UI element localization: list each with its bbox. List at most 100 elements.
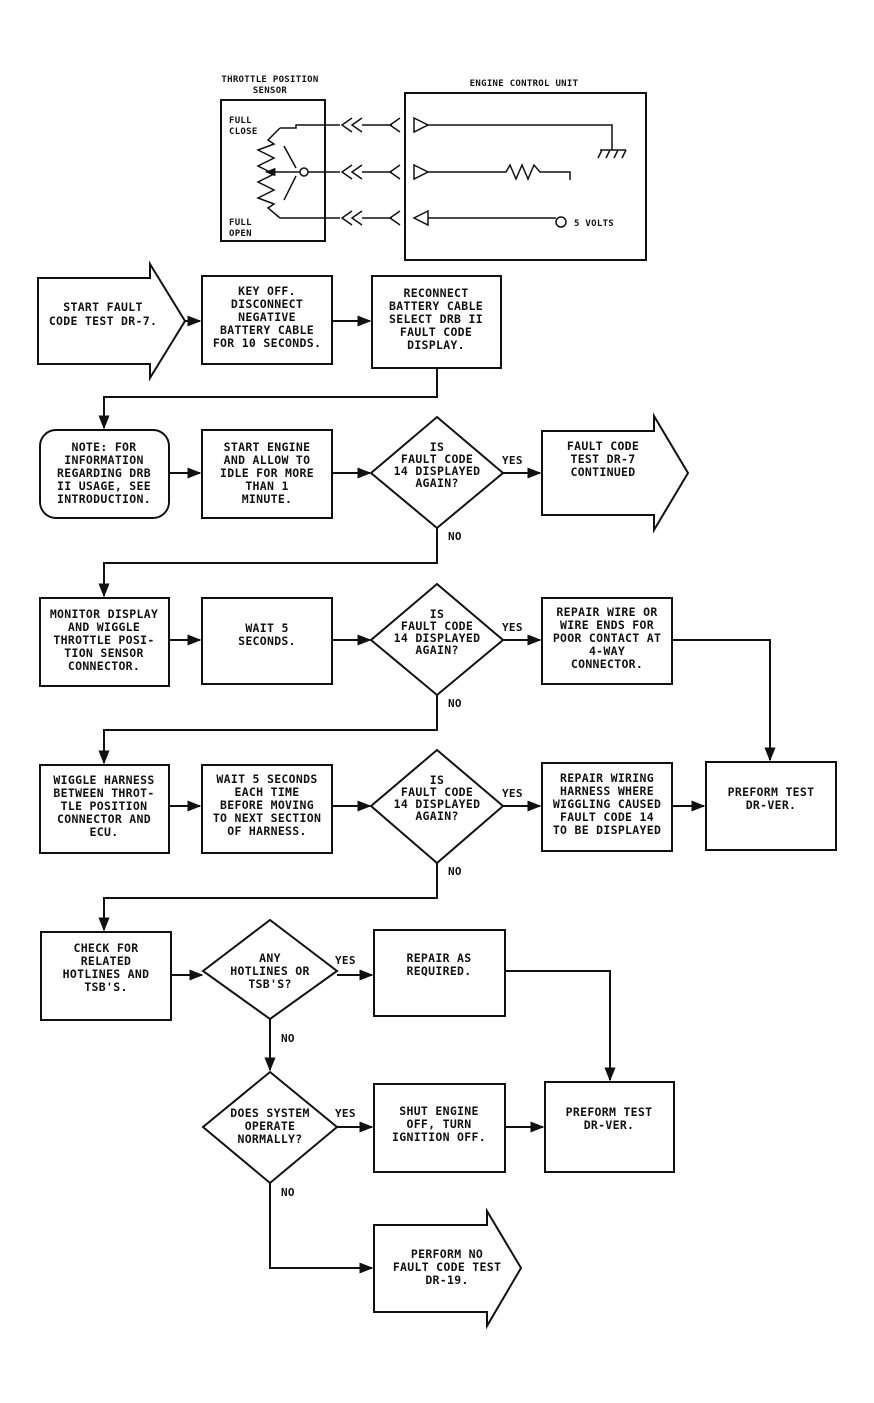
decision-3-line-3: 14 DISPLAYED xyxy=(394,797,481,811)
edge-labels: YES NO YES NO YES NO YES NO YES NO xyxy=(281,454,523,1199)
key-off-line-1: KEY OFF. xyxy=(238,284,296,298)
shut-line-3: IGNITION OFF. xyxy=(392,1130,486,1144)
continued-line-1: FAULT CODE xyxy=(567,439,639,453)
no-label-1: NO xyxy=(448,530,462,543)
wait5-box: WAIT 5 SECONDS. xyxy=(201,597,333,685)
reconnect-line-5: DISPLAY. xyxy=(407,338,465,352)
decision-4-line-2: HOTLINES OR xyxy=(230,964,309,978)
repair-wiring-line-5: TO BE DISPLAYED xyxy=(553,823,661,837)
repair-wire-line-1: REPAIR WIRE OR xyxy=(556,605,657,619)
perform-test-box-1: PREFORM TEST DR-VER. xyxy=(705,761,837,851)
reconnect-line-3: SELECT DRB II xyxy=(389,312,483,326)
repair-wire-line-4: 4-WAY xyxy=(589,644,625,658)
ecu-input-top xyxy=(413,116,613,150)
monitor-line-5: CONNECTOR. xyxy=(68,659,140,673)
repair-req-line-1: REPAIR AS xyxy=(406,951,471,965)
monitor-line-3: THROTTLE POSI- xyxy=(53,633,154,647)
repair-required-box: REPAIR AS REQUIRED. xyxy=(373,929,506,1017)
repair-wire-box: REPAIR WIRE OR WIRE ENDS FOR POOR CONTAC… xyxy=(541,597,673,685)
perform-no-fault-arrow-node: PERFORM NO FAULT CODE TEST DR-19. xyxy=(373,1207,523,1330)
repair-wiring-line-4: FAULT CODE 14 xyxy=(560,810,654,824)
no-label-2: NO xyxy=(448,697,462,710)
perform1-line-2: DR-VER. xyxy=(746,798,797,812)
repair-req-line-2: REQUIRED. xyxy=(406,964,471,978)
note-line-3: REGARDING DRB xyxy=(57,466,151,480)
wiper-diagonal-up xyxy=(283,145,297,169)
ground-symbol xyxy=(597,149,627,159)
repair-wiring-line-2: HARNESS WHERE xyxy=(560,784,654,798)
decision-4: ANY HOTLINES OR TSB'S? xyxy=(201,918,339,1021)
wire-top xyxy=(280,124,340,129)
wiggle-line-1: WIGGLE HARNESS xyxy=(53,773,154,787)
full-open-line-1: FULL xyxy=(229,218,252,228)
start-line-2: CODE TEST DR-7. xyxy=(49,314,157,328)
start-engine-line-2: AND ALLOW TO xyxy=(224,453,311,467)
decision-3-line-4: AGAIN? xyxy=(415,809,458,823)
start-engine-line-4: THAN 1 xyxy=(245,479,288,493)
wiggle-line-5: ECU. xyxy=(90,825,119,839)
check-line-2: RELATED xyxy=(81,954,132,968)
repair-wire-line-2: WIRE ENDS FOR xyxy=(560,618,654,632)
ecu-title: ENGINE CONTROL UNIT xyxy=(470,79,579,89)
five-volts-label: 5 VOLTS xyxy=(574,219,614,229)
decision-1-line-1: IS xyxy=(430,440,444,454)
yes-label-4: YES xyxy=(335,954,356,967)
wait-each-line-4: TO NEXT SECTION xyxy=(213,811,321,825)
perform2-line-2: DR-VER. xyxy=(584,1118,635,1132)
full-open-line-2: OPEN xyxy=(229,229,252,239)
shut-line-1: SHUT ENGINE xyxy=(399,1104,478,1118)
perform-no-line-2: FAULT CODE TEST xyxy=(393,1260,501,1274)
repair-wire-line-5: CONNECTOR. xyxy=(571,657,643,671)
note-line-5: INTRODUCTION. xyxy=(57,492,151,506)
continued-arrow-node: FAULT CODE TEST DR-7 CONTINUED xyxy=(541,412,690,534)
continued-line-2: TEST DR-7 xyxy=(570,452,635,466)
key-off-box: KEY OFF. DISCONNECT NEGATIVE BATTERY CAB… xyxy=(201,275,333,365)
decision-4-line-3: TSB'S? xyxy=(248,977,291,991)
reconnect-line-2: BATTERY CABLE xyxy=(389,299,483,313)
start-engine-line-1: START ENGINE xyxy=(224,440,311,454)
wait5-line-1: WAIT 5 xyxy=(245,621,288,635)
wiggle-box: WIGGLE HARNESS BETWEEN THROT- TLE POSITI… xyxy=(39,764,170,854)
wiper-terminal xyxy=(299,167,309,177)
start-engine-line-3: IDLE FOR MORE xyxy=(220,466,314,480)
decision-1-line-4: AGAIN? xyxy=(415,476,458,490)
five-volt-terminal xyxy=(555,216,567,228)
monitor-box: MONITOR DISPLAY AND WIGGLE THROTTLE POSI… xyxy=(39,597,170,687)
decision-5: DOES SYSTEM OPERATE NORMALLY? xyxy=(201,1070,339,1185)
start-line-1: START FAULT xyxy=(63,300,142,314)
repair-wire-line-3: POOR CONTACT AT xyxy=(553,631,661,645)
monitor-line-2: AND WIGGLE xyxy=(68,620,140,634)
note-line-4: II USAGE, SEE xyxy=(57,479,151,493)
continued-line-3: CONTINUED xyxy=(570,465,635,479)
check-line-4: TSB'S. xyxy=(84,980,127,994)
perform-no-line-1: PERFORM NO xyxy=(411,1247,483,1261)
yes-label-1: YES xyxy=(502,454,523,467)
wiper-diagonal-down xyxy=(283,175,297,201)
connector-middle xyxy=(340,164,401,180)
decision-1-line-2: FAULT CODE xyxy=(401,452,473,466)
check-line-3: HOTLINES AND xyxy=(63,967,150,981)
wait-each-line-3: BEFORE MOVING xyxy=(220,798,314,812)
decision-2: IS FAULT CODE 14 DISPLAYED AGAIN? xyxy=(369,582,505,697)
key-off-line-3: NEGATIVE xyxy=(238,310,296,324)
decision-5-line-2: OPERATE xyxy=(245,1119,296,1133)
repair-wiring-line-3: WIGGLING CAUSED xyxy=(553,797,661,811)
monitor-line-1: MONITOR DISPLAY xyxy=(50,607,158,621)
reconnect-box: RECONNECT BATTERY CABLE SELECT DRB II FA… xyxy=(371,275,502,369)
decision-2-line-3: 14 DISPLAYED xyxy=(394,631,481,645)
connector-bottom xyxy=(340,210,401,226)
ecu-output-bottom xyxy=(412,209,556,227)
sensor-title-line-2: SENSOR xyxy=(253,86,288,96)
no-label-3: NO xyxy=(448,865,462,878)
wait-each-line-1: WAIT 5 SECONDS xyxy=(216,772,317,786)
decision-1-line-3: 14 DISPLAYED xyxy=(394,464,481,478)
repair-wiring-box: REPAIR WIRING HARNESS WHERE WIGGLING CAU… xyxy=(541,762,673,852)
wait-each-line-5: OF HARNESS. xyxy=(227,824,306,838)
yes-label-2: YES xyxy=(502,621,523,634)
no-label-5: NO xyxy=(281,1186,295,1199)
reconnect-line-4: FAULT CODE xyxy=(400,325,472,339)
decision-3-line-1: IS xyxy=(430,773,444,787)
perform-no-line-3: DR-19. xyxy=(425,1273,468,1287)
perform2-line-1: PREFORM TEST xyxy=(566,1105,653,1119)
yes-label-3: YES xyxy=(502,787,523,800)
